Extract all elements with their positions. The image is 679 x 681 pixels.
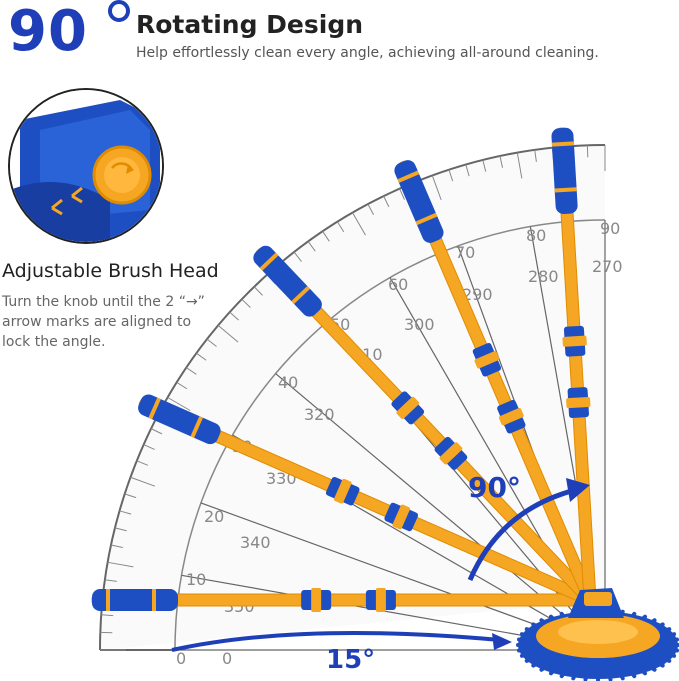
mop-fringe-strand xyxy=(662,651,677,658)
mop-pole xyxy=(394,160,595,602)
angle-label-90: 90° xyxy=(468,471,521,504)
mop-fringe-strand xyxy=(665,647,679,653)
mop-fringe-strand xyxy=(652,659,665,668)
tick-mark xyxy=(241,298,251,308)
tick-mark xyxy=(534,149,537,162)
mop-pole xyxy=(91,588,591,612)
tick-mark xyxy=(176,381,188,390)
tick-mark xyxy=(104,579,117,582)
mop-head xyxy=(516,588,679,681)
inner-label-320: 320 xyxy=(304,405,335,424)
tick-mark xyxy=(107,561,134,568)
tick-mark xyxy=(143,444,155,450)
tick-mark xyxy=(448,169,454,182)
tick-mark xyxy=(206,338,217,347)
outer-label-40: 40 xyxy=(278,373,298,392)
tick-mark xyxy=(253,286,263,296)
tick-mark xyxy=(307,241,316,252)
mop-fringe-strand xyxy=(645,662,657,672)
mop-fringe-strand xyxy=(662,632,677,639)
mop-fringe-strand xyxy=(519,651,534,658)
outer-label-0: 0 xyxy=(176,649,186,668)
tick-mark xyxy=(167,397,191,411)
tick-mark xyxy=(119,510,132,515)
tick-mark xyxy=(482,159,487,172)
scale-ray xyxy=(275,373,575,625)
big-number: 90 xyxy=(8,0,88,64)
mop-fringe-strand xyxy=(652,622,665,631)
inset-title: Adjustable Brush Head xyxy=(2,260,219,282)
tick-mark xyxy=(352,212,366,236)
mop-fringe-strand xyxy=(627,667,637,679)
brush-head-closeup xyxy=(10,90,162,242)
page-subtitle: Help effortlessly clean every angle, ach… xyxy=(136,45,599,61)
tick-mark xyxy=(150,428,163,435)
tick-mark xyxy=(136,460,149,466)
mop-fringe-strand xyxy=(583,670,590,681)
tick-mark xyxy=(516,152,523,179)
inner-label-290: 290 xyxy=(462,285,493,304)
inner-label-280: 280 xyxy=(528,267,559,286)
mop-fringe-strand xyxy=(658,627,672,635)
mop-fringe-strand xyxy=(516,647,531,653)
tick-mark xyxy=(383,195,390,208)
tick-mark xyxy=(431,175,442,201)
mop-fringe-strand xyxy=(606,670,613,681)
mop-fringe-strand xyxy=(548,665,559,676)
mop-fringe-strand xyxy=(539,662,551,672)
tick-mark xyxy=(217,325,239,343)
tick-mark xyxy=(465,164,470,177)
angle-label-15: 15° xyxy=(326,645,375,675)
mop-fringe-strand xyxy=(524,627,538,635)
inset-description: Turn the knob until the 2 “→” arrow mark… xyxy=(2,294,205,350)
inner-label-300: 300 xyxy=(404,315,435,334)
tick-mark xyxy=(186,367,197,375)
tick-mark xyxy=(499,155,503,168)
outer-label-90: 90 xyxy=(600,219,620,238)
mop-fringe-strand xyxy=(516,637,531,643)
tick-mark xyxy=(229,311,239,321)
mop-fringe-strand xyxy=(617,669,625,681)
tick-mark xyxy=(367,203,374,215)
mop-fringe-strand xyxy=(531,659,544,668)
mop-fringe-strand xyxy=(637,665,648,676)
mop-fringe-strand xyxy=(571,669,579,681)
page-title: Rotating Design xyxy=(136,10,364,39)
tick-mark xyxy=(110,544,123,548)
brush-head-inset xyxy=(8,88,164,244)
outer-label-10: 10 xyxy=(186,570,206,589)
tick-mark xyxy=(293,251,302,262)
inner-label-0: 0 xyxy=(222,649,232,668)
tick-mark xyxy=(399,188,405,200)
outer-label-20: 20 xyxy=(204,507,224,526)
inner-label-270: 270 xyxy=(592,257,623,276)
tick-mark xyxy=(322,231,330,242)
outer-label-80: 80 xyxy=(526,226,546,245)
mop-fringe-strand xyxy=(531,622,544,631)
outer-label-60: 60 xyxy=(388,275,408,294)
mop-fringe-strand xyxy=(658,655,672,663)
tick-mark xyxy=(130,476,156,487)
mop-fringe-strand xyxy=(559,667,569,679)
mop-fringe-strand xyxy=(519,632,534,639)
mop-fringe-strand xyxy=(665,637,679,643)
degree-symbol xyxy=(108,0,130,22)
outer-label-70: 70 xyxy=(455,243,475,262)
mop-pole xyxy=(253,245,593,603)
tick-mark xyxy=(336,221,345,233)
tick-mark xyxy=(114,527,127,532)
mop-fringe-strand xyxy=(524,655,538,663)
mop-pole xyxy=(138,394,592,605)
tick-mark xyxy=(196,352,207,361)
scale-ray xyxy=(200,502,568,637)
tick-mark xyxy=(101,614,114,617)
mop-poles xyxy=(91,127,597,612)
inner-label-340: 340 xyxy=(240,533,271,552)
rotation-arrow-90 xyxy=(467,478,590,581)
rotation-arrow-15 xyxy=(171,630,512,652)
mop-pole xyxy=(551,127,597,601)
tick-mark xyxy=(124,493,137,499)
